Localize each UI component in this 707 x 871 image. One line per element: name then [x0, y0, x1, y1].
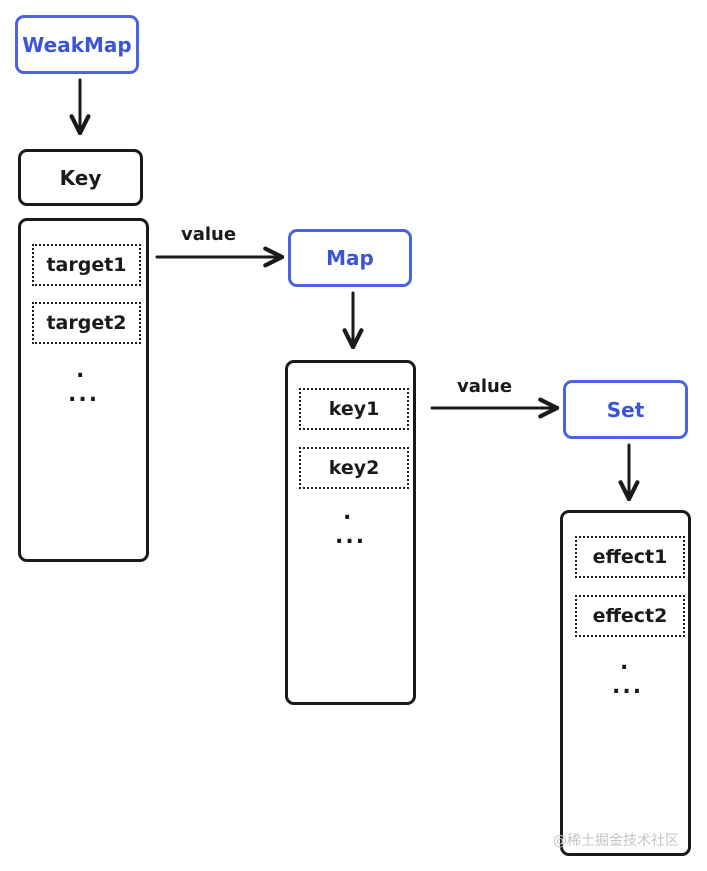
key-header-node: Key: [18, 149, 143, 206]
edge-label-target-to-map: value: [181, 224, 237, 245]
map-label: Map: [326, 246, 374, 270]
effects-column: effect1 effect2 . ...: [560, 510, 691, 856]
set-label: Set: [606, 397, 645, 422]
more-dot: .: [343, 500, 354, 525]
effect-cell-label: effect1: [592, 546, 668, 568]
weakmap-node: WeakMap: [15, 15, 139, 74]
set-node: Set: [563, 380, 688, 439]
targets-column: target1 target2 . ...: [18, 218, 149, 562]
more-dot: .: [76, 358, 87, 383]
weakmap-label: WeakMap: [22, 32, 132, 57]
more-dot: .: [620, 650, 631, 675]
map-node: Map: [288, 229, 412, 287]
target-cell: target2: [32, 302, 141, 344]
key-cell-label: key1: [328, 398, 380, 420]
target-cell-label: target1: [46, 254, 127, 276]
more-ellipsis: ...: [68, 382, 100, 407]
effect-cell: effect1: [575, 536, 685, 578]
key-cell-label: key2: [328, 457, 380, 479]
key-cell: key1: [299, 388, 409, 430]
key-cell: key2: [299, 447, 409, 489]
edge-label-key-to-set: value: [457, 376, 513, 397]
more-ellipsis: ...: [335, 524, 367, 549]
watermark-text: @稀土掘金技术社区: [553, 833, 679, 849]
target-cell: target1: [32, 244, 141, 286]
more-ellipsis: ...: [612, 674, 644, 699]
target-cell-label: target2: [46, 312, 127, 334]
keys-column: key1 key2 . ...: [285, 360, 416, 705]
effect-cell: effect2: [575, 595, 685, 637]
effect-cell-label: effect2: [592, 605, 668, 627]
key-header-label: Key: [59, 165, 102, 190]
